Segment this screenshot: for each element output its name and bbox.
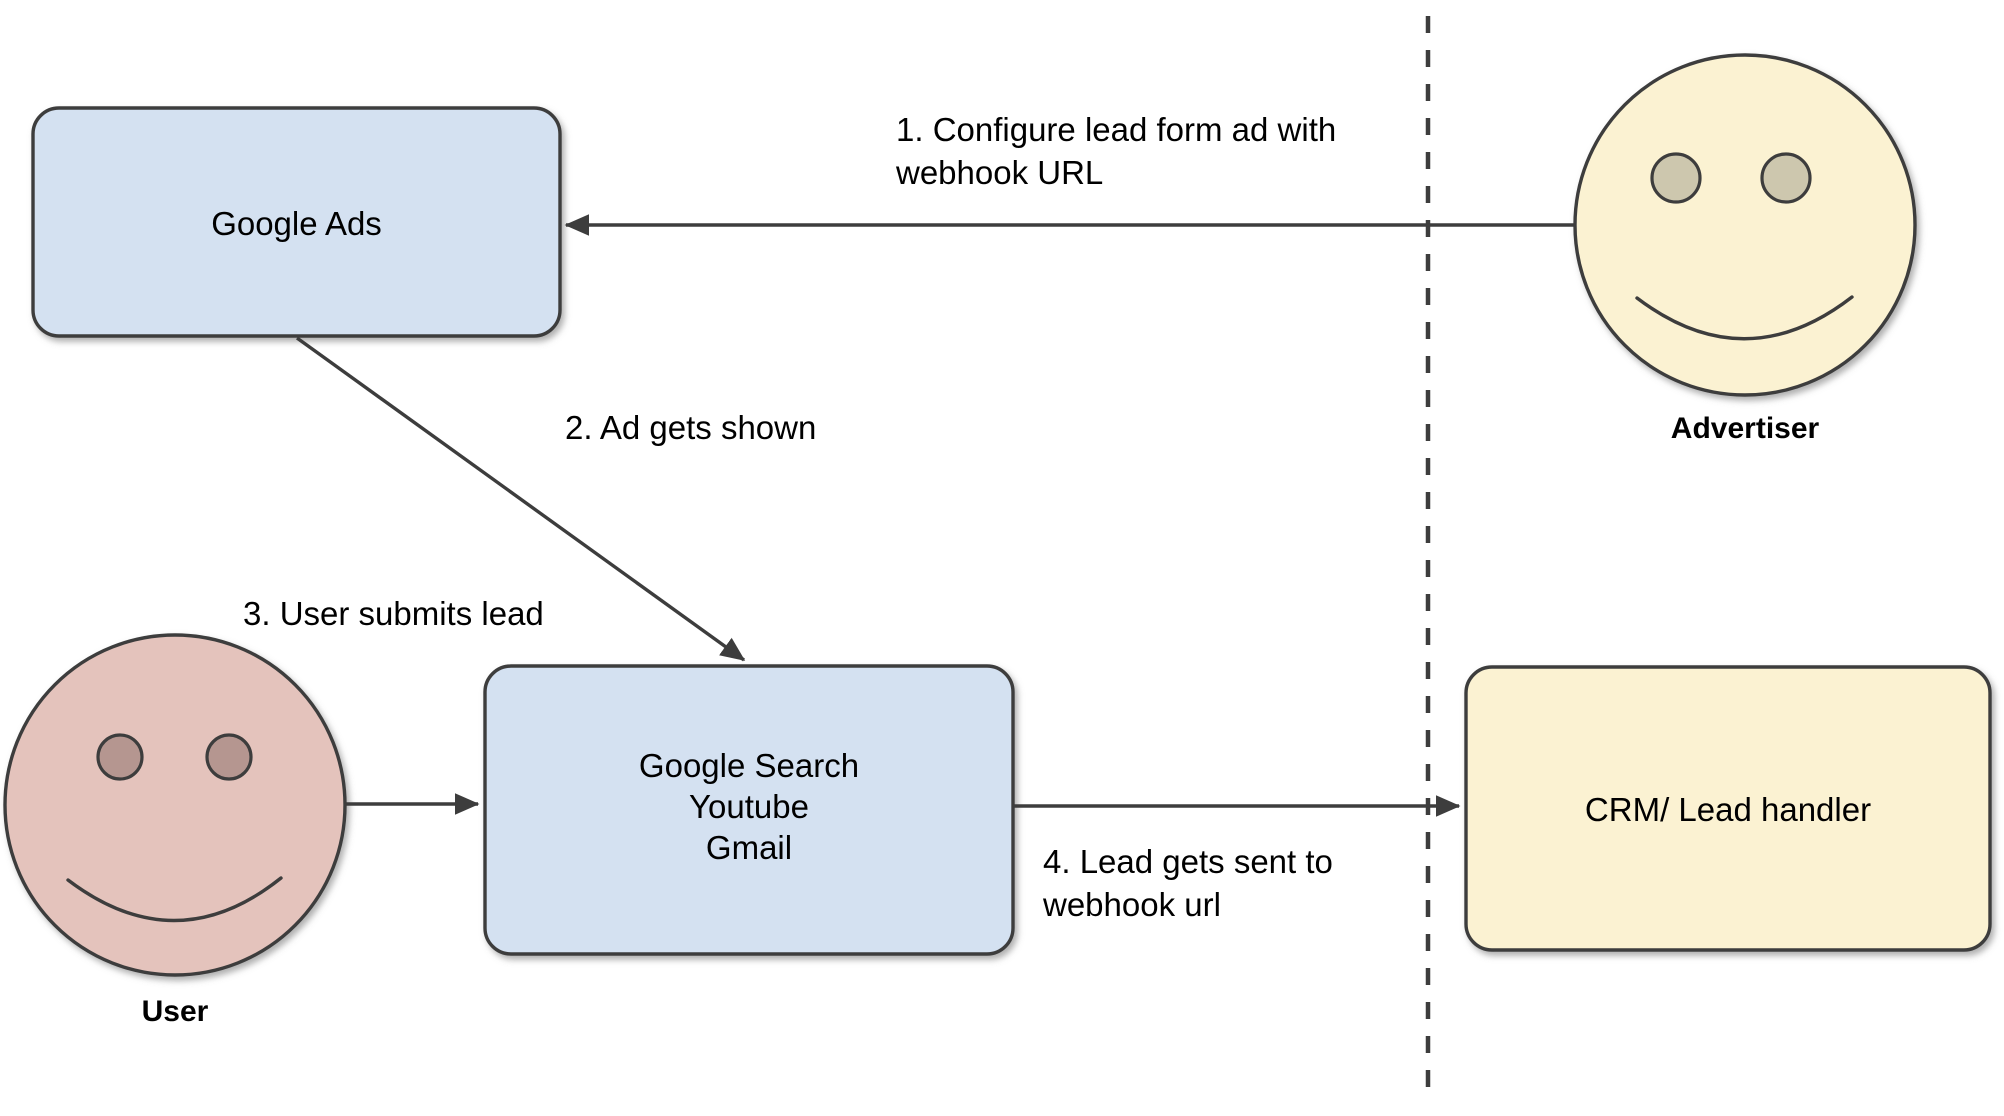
user-left-eye-icon bbox=[96, 733, 144, 781]
edge-4-label: 4. Lead gets sent to webhook url bbox=[1043, 843, 1333, 923]
node-advertiser-shape[interactable] bbox=[1573, 53, 1917, 397]
advertiser-smile-icon bbox=[1635, 295, 1854, 341]
node-google-surfaces-label: Google Search Youtube Gmail bbox=[638, 747, 860, 866]
edge-3-label: 3. User submits lead bbox=[243, 595, 544, 632]
user-right-eye-icon bbox=[205, 733, 253, 781]
user-face-circle bbox=[3, 633, 347, 977]
user-smile-icon bbox=[66, 876, 283, 923]
node-user-shape[interactable] bbox=[3, 633, 347, 977]
advertiser-face-circle bbox=[1573, 53, 1917, 397]
node-google-ads-shape[interactable] bbox=[31, 106, 562, 338]
node-crm-lead-handler-label: CRM/ Lead handler bbox=[1584, 791, 1872, 828]
node-google-ads-label: Google Ads bbox=[211, 205, 382, 242]
node-google-surfaces-shape[interactable] bbox=[483, 664, 1015, 956]
advertiser-left-eye-icon bbox=[1650, 152, 1702, 204]
node-crm-lead-handler-shape[interactable] bbox=[1464, 665, 1992, 952]
edge-1-label: 1. Configure lead form ad with webhook U… bbox=[896, 111, 1337, 191]
advertiser-right-eye-icon bbox=[1760, 152, 1812, 204]
edge-2-label: 2. Ad gets shown bbox=[565, 409, 817, 446]
node-user-caption: User bbox=[141, 995, 209, 1028]
node-advertiser-caption: Advertiser bbox=[1670, 412, 1820, 445]
